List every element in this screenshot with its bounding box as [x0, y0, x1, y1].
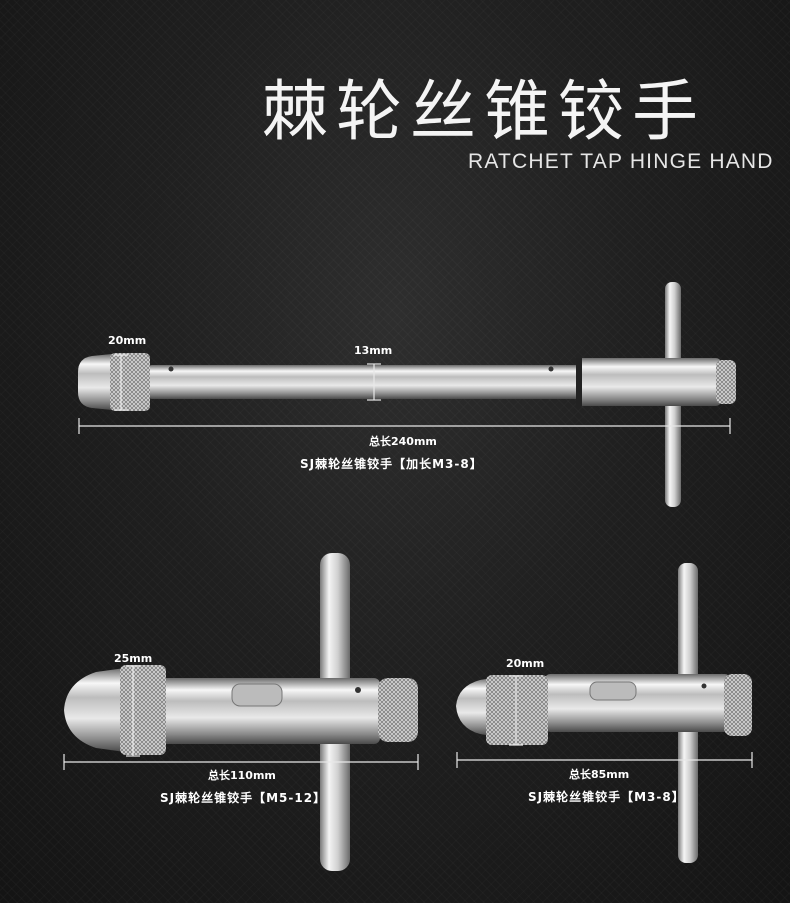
short-chuck-dimension: 20mm: [506, 657, 545, 670]
medium-chuck: [120, 665, 166, 755]
long-shaft: [148, 365, 580, 399]
medium-end-knob: [378, 678, 418, 742]
short-end-knob: [724, 674, 752, 736]
short-tap-wrench: [456, 563, 752, 863]
long-shaft-dimension: 13mm: [354, 344, 393, 357]
page-subtitle: RATCHET TAP HINGE HAND: [468, 150, 774, 173]
long-body: [576, 358, 721, 406]
long-chuck: [110, 353, 150, 411]
medium-body: [160, 678, 380, 744]
long-chuck-nose: [78, 354, 112, 410]
short-body: [545, 674, 730, 732]
long-tap-wrench: [78, 282, 736, 507]
long-caption: SJ棘轮丝锥铰手【加长M3-8】: [300, 457, 483, 471]
long-total-length: 总长240mm: [369, 435, 437, 448]
medium-chuck-dimension: 25mm: [114, 652, 153, 665]
short-chuck-nose: [456, 678, 492, 736]
long-chuck-dimension: 20mm: [108, 334, 147, 347]
medium-chuck-nose: [64, 668, 125, 752]
long-end-knob: [716, 360, 736, 404]
medium-tap-wrench: [64, 553, 418, 871]
short-caption: SJ棘轮丝锥铰手【M3-8】: [528, 790, 685, 804]
short-total-length: 总长85mm: [569, 768, 630, 781]
medium-caption: SJ棘轮丝锥铰手【M5-12】: [160, 791, 327, 805]
medium-total-length: 总长110mm: [208, 769, 276, 782]
page-title: 棘轮丝锥铰手: [262, 73, 706, 150]
short-chuck: [486, 675, 548, 745]
dimension-lines: [63, 354, 753, 770]
